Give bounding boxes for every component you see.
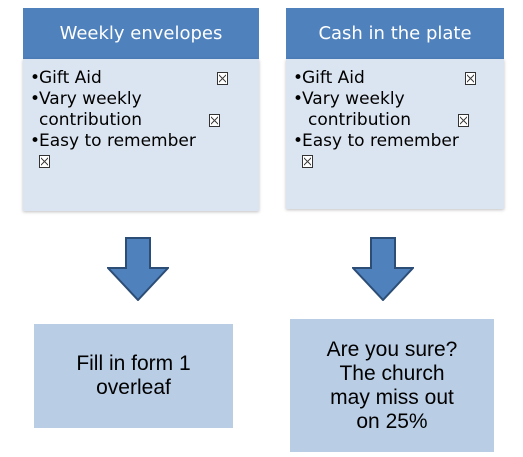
card-title: Cash in the plate (286, 8, 504, 59)
list-item-continuation: contribution (31, 110, 220, 131)
item-label: Easy to remember (39, 131, 196, 151)
result-box-cash: Are you sure? The church may miss out on… (290, 319, 494, 452)
item-label: Gift Aid (302, 68, 365, 88)
list-item: Gift Aid (293, 68, 476, 89)
list-item: Easy to remember (293, 131, 459, 152)
crossed-box-icon (39, 155, 50, 168)
item-label: Vary weekly (302, 89, 405, 109)
crossed-box-icon (465, 72, 476, 85)
list-item: Vary weekly (30, 89, 196, 110)
result-text: Fill in form 1 overleaf (76, 352, 191, 399)
result-box-envelopes: Fill in form 1 overleaf (34, 324, 233, 428)
list-item: Easy to remember (30, 131, 196, 152)
card-body: Gift Aid Vary weekly contribution Easy t… (23, 59, 259, 211)
list-item: Vary weekly (293, 89, 459, 110)
cash-in-plate-card: Cash in the plate Gift Aid Vary weekly c… (286, 8, 504, 209)
list-item-continuation: contribution (294, 110, 469, 131)
item-label: Easy to remember (302, 131, 459, 151)
card-title: Weekly envelopes (23, 8, 259, 59)
item-label: Gift Aid (39, 68, 102, 88)
crossed-box-icon (217, 72, 228, 85)
result-text: Are you sure? The church may miss out on… (326, 337, 458, 433)
item-label: Vary weekly (39, 89, 142, 109)
benefit-list: Gift Aid Vary weekly contribution Easy t… (293, 68, 476, 173)
list-item-continuation (294, 152, 459, 173)
card-body: Gift Aid Vary weekly contribution Easy t… (286, 59, 504, 209)
benefit-list: Gift Aid Vary weekly contribution Easy t… (30, 68, 228, 173)
weekly-envelopes-card: Weekly envelopes Gift Aid Vary weekly co… (23, 8, 259, 211)
crossed-box-icon (458, 114, 469, 127)
list-item: Gift Aid (30, 68, 228, 89)
item-label: contribution (39, 110, 143, 130)
down-arrow-icon (107, 237, 169, 301)
list-item-continuation (31, 152, 196, 173)
down-arrow-icon (352, 237, 414, 301)
item-label: contribution (308, 110, 412, 130)
crossed-box-icon (302, 155, 313, 168)
crossed-box-icon (209, 114, 220, 127)
